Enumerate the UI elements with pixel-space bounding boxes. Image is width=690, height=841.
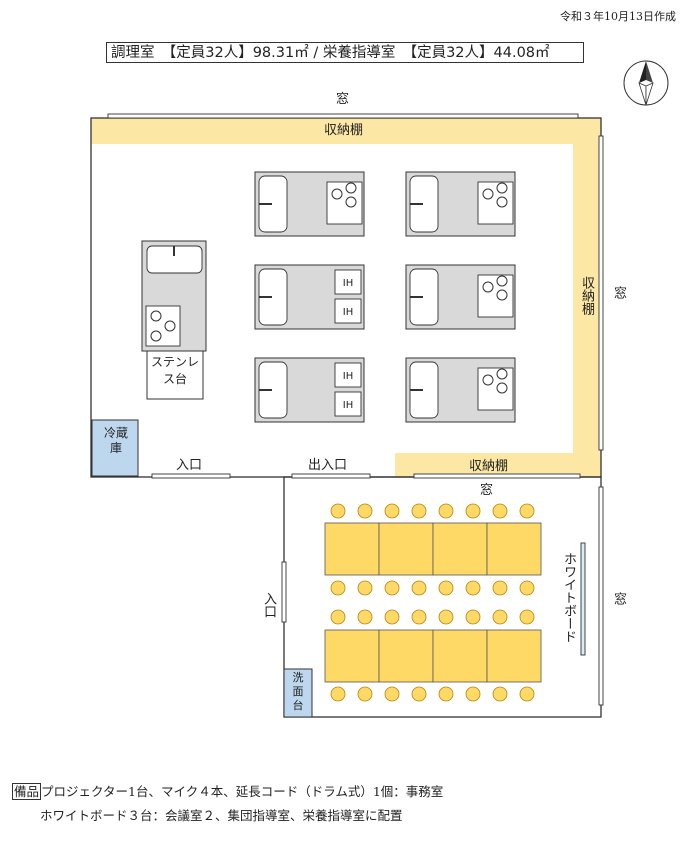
shelf-right (573, 118, 601, 477)
ih-label: IH (343, 400, 353, 411)
compass-icon (623, 60, 669, 106)
ih-cooker: IH (334, 298, 362, 324)
cooking-station (405, 264, 516, 330)
window-middle (413, 473, 581, 479)
shelf-bottom-label: 収納棚 (469, 459, 509, 474)
ih-cooker: IH (334, 362, 362, 388)
stool (384, 686, 400, 702)
stool (330, 580, 346, 596)
stool (357, 609, 373, 625)
window-right-upper (598, 135, 604, 451)
creation-date: 令和３年10月13日作成 (560, 10, 676, 23)
stool (465, 503, 481, 519)
entrance-left-label: 入口 (261, 592, 276, 618)
ih-label: IH (343, 307, 353, 318)
window-right-lower-label: 窓 (611, 592, 626, 605)
desk (486, 629, 542, 683)
desk (486, 522, 542, 576)
stool (411, 503, 427, 519)
stool (438, 609, 454, 625)
cooking-station (405, 357, 516, 423)
entrance-label: 入口 (176, 458, 203, 473)
desk (432, 522, 488, 576)
door-entrance (151, 473, 231, 479)
stool (519, 580, 535, 596)
desk (324, 629, 380, 683)
stool (519, 503, 535, 519)
stool (465, 686, 481, 702)
desk (432, 629, 488, 683)
stool (411, 580, 427, 596)
whiteboard (580, 542, 586, 656)
desk (378, 629, 434, 683)
notes-tag: 備品 (12, 783, 42, 800)
stool (357, 503, 373, 519)
stool (330, 686, 346, 702)
stool (492, 609, 508, 625)
stool (357, 686, 373, 702)
stool (438, 503, 454, 519)
stool (384, 580, 400, 596)
desk (378, 522, 434, 576)
notes-line-2: ホワイトボード３台：会議室２、集団指導室、栄養指導室に配置 (40, 808, 403, 823)
stool (492, 503, 508, 519)
window-top (107, 113, 579, 119)
fridge (91, 419, 139, 477)
equipment-notes: 備品プロジェクター1台、マイク４本、延長コード（ドラム式）1個：事務室 ホワイト… (12, 780, 443, 828)
shelf-right-label: 収納棚 (579, 276, 594, 315)
window-right-lower (598, 486, 604, 706)
stool (330, 609, 346, 625)
ih-cooker: IH (334, 269, 362, 295)
cooking-station (405, 171, 516, 237)
ih-label: IH (343, 278, 353, 289)
cooking-station: IH IH (254, 357, 365, 423)
stool (384, 609, 400, 625)
stool (519, 609, 535, 625)
door-exit (291, 473, 371, 479)
fridge-label: 冷蔵庫 (104, 426, 129, 455)
notes-line-1: プロジェクター1台、マイク４本、延長コード（ドラム式）1個：事務室 (41, 784, 444, 799)
stool (438, 580, 454, 596)
window-right-upper-label: 窓 (611, 286, 626, 299)
shelf-top (91, 118, 601, 144)
wash-basin-label: 洗面台 (292, 671, 304, 712)
stainless-counter (141, 240, 207, 400)
steel-table-label: ステンレス台 (150, 355, 199, 386)
cooking-station: IH IH (254, 264, 365, 330)
window-top-label: 窓 (336, 92, 350, 107)
desk (324, 522, 380, 576)
stool (330, 503, 346, 519)
ih-cooker: IH (334, 391, 362, 417)
page-title: 調理室 【定員32人】98.31㎡ / 栄養指導室 【定員32人】44.08㎡ (106, 42, 584, 63)
stool (492, 686, 508, 702)
shelf-top-label: 収納棚 (324, 123, 364, 138)
whiteboard-label: ホワイトボード (561, 552, 576, 643)
stool (438, 686, 454, 702)
stool (465, 580, 481, 596)
stool (465, 609, 481, 625)
door-entrance-left (281, 561, 287, 623)
stool (411, 686, 427, 702)
wash-basin (283, 668, 313, 718)
shelf-bottom (395, 453, 601, 477)
exit-entrance-label: 出入口 (308, 458, 348, 473)
stool (384, 503, 400, 519)
stool (519, 686, 535, 702)
stool (357, 580, 373, 596)
stool (411, 609, 427, 625)
stool (492, 580, 508, 596)
window-middle-label: 窓 (480, 483, 494, 498)
cooking-station (254, 171, 365, 237)
ih-label: IH (343, 371, 353, 382)
